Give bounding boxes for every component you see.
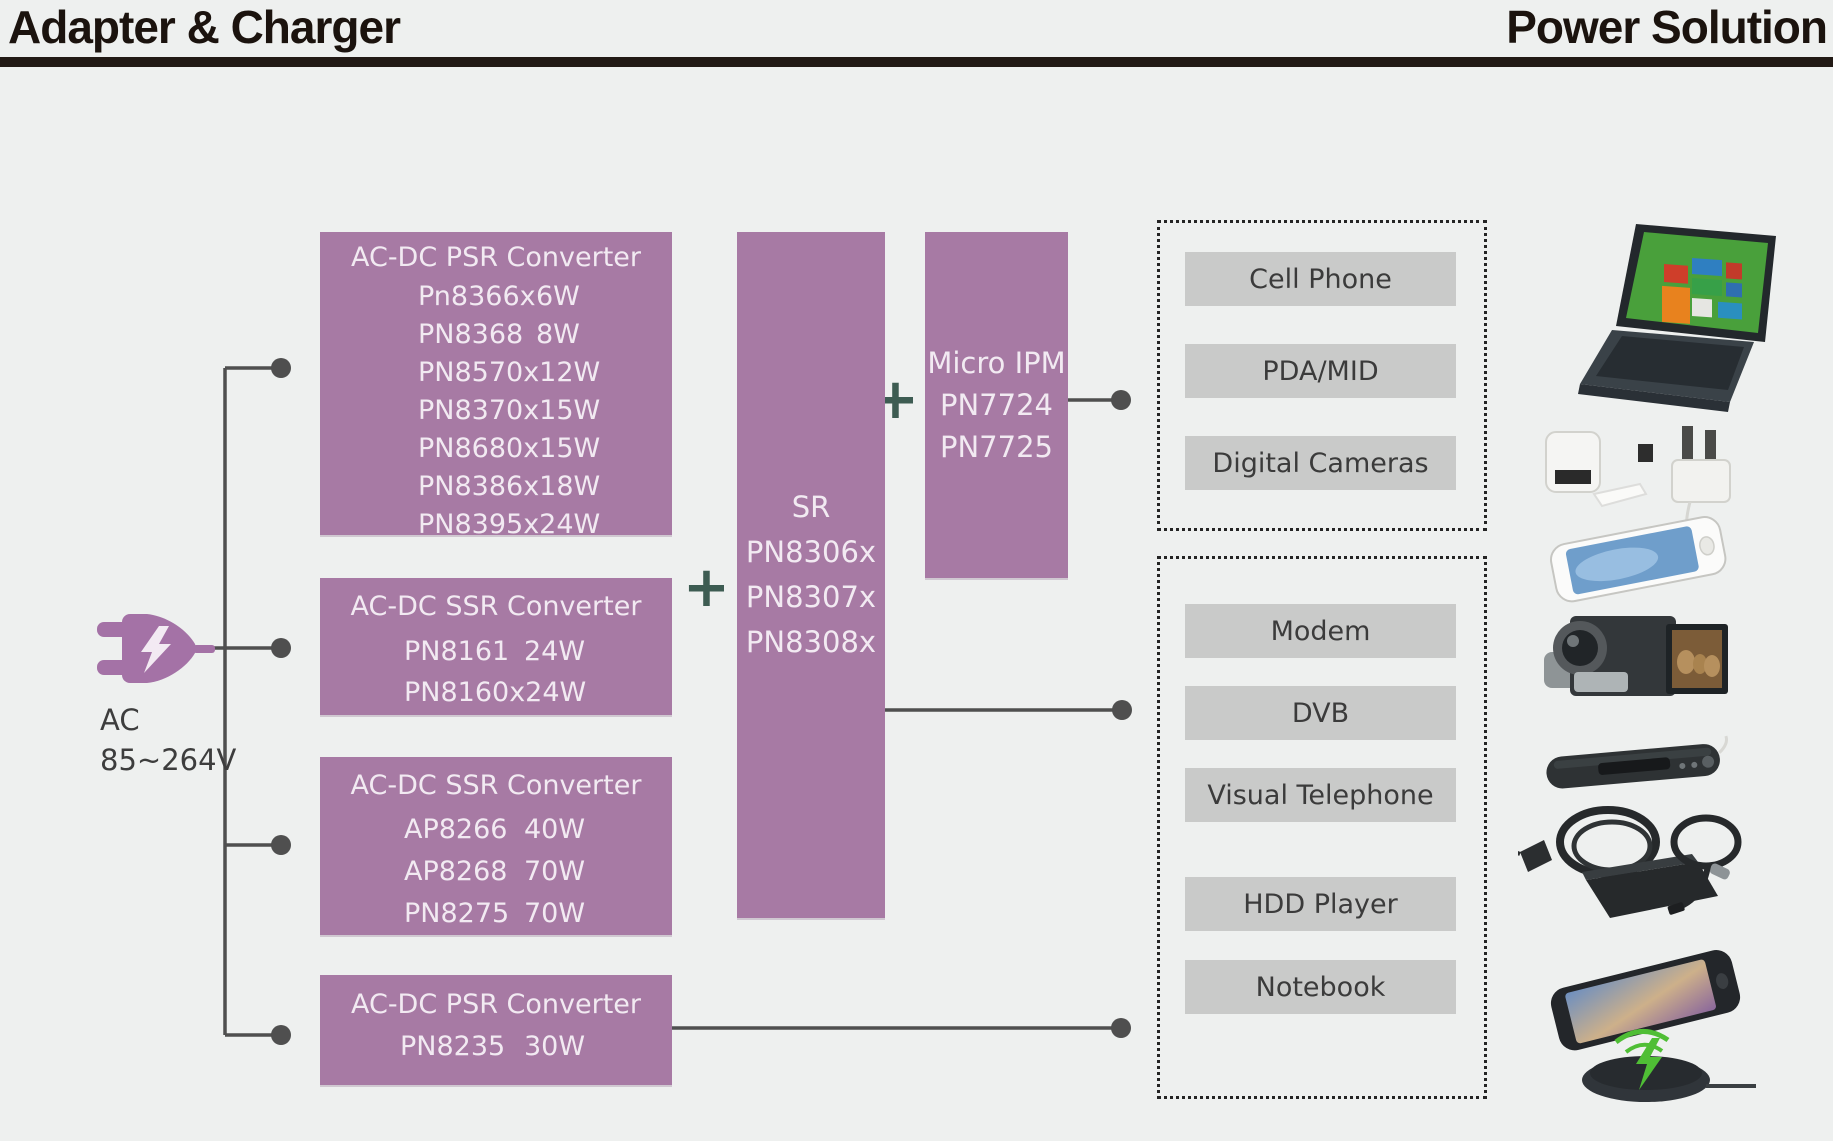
application-label: Notebook <box>1185 960 1456 1014</box>
smartphone-image <box>1550 516 1727 603</box>
page-title-left: Adapter & Charger <box>8 1 401 53</box>
part-watt: 6W <box>536 281 580 312</box>
part-watt: 15W <box>539 395 601 426</box>
usb-wall-chargers-image <box>1545 426 1731 528</box>
application-label: HDD Player <box>1185 877 1456 931</box>
application-label: Modem <box>1185 604 1456 658</box>
part-row: PN8235 30W <box>320 1026 672 1068</box>
ac-label-line1: AC <box>100 703 140 737</box>
plus-operator: + <box>683 555 730 620</box>
converter-box-ssr-2: AC-DC SSR Converter AP8266 40W AP8268 70W … <box>320 757 672 935</box>
part-number: PN8306x <box>745 535 877 569</box>
part-row: PN8275 70W <box>320 893 672 935</box>
part-watt: 30W <box>524 1031 586 1062</box>
part-watt: 8W <box>536 319 580 350</box>
ac-plug-icon <box>97 614 215 683</box>
converter-box-psr-2: AC-DC PSR Converter PN8235 30W <box>320 975 672 1085</box>
part-watt: 40W <box>524 814 586 845</box>
part-number: PN8570x <box>418 357 540 388</box>
part-number: PN8386x <box>418 471 540 502</box>
part-number: PN8235 <box>400 1031 506 1062</box>
part-watt: 12W <box>539 357 601 388</box>
application-label: PDA/MID <box>1185 344 1456 398</box>
part-watt: 70W <box>524 856 586 887</box>
part-row: AP8268 70W <box>320 851 672 893</box>
part-number: AP8268 <box>404 856 508 887</box>
lightning-bolt-icon <box>141 626 171 673</box>
box-title: AC-DC PSR Converter <box>350 989 642 1020</box>
part-number: Pn8366x <box>418 281 536 312</box>
part-number: PN8368 <box>418 319 524 350</box>
part-number: PN8160x <box>404 677 526 708</box>
application-label: Visual Telephone <box>1185 768 1456 822</box>
part-number: PN8275 <box>404 898 510 929</box>
part-number: AP8266 <box>404 814 508 845</box>
notebook-power-adapter-image <box>1518 806 1742 918</box>
part-number: PN8161 <box>404 636 510 667</box>
part-row: PN8368 8W <box>320 316 672 354</box>
box-title: AC-DC SSR Converter <box>350 591 642 622</box>
part-list: AP8266 40W AP8268 70W PN8275 70W <box>320 809 672 935</box>
part-watt: 18W <box>539 471 601 502</box>
box-title: AC-DC PSR Converter <box>350 242 642 273</box>
application-group-portable <box>1157 220 1487 531</box>
application-label: Cell Phone <box>1185 252 1456 306</box>
header-divider <box>0 57 1833 67</box>
part-number: PN8680x <box>418 433 540 464</box>
part-number: PN7724 <box>940 388 1053 422</box>
part-number: PN8308x <box>745 625 877 659</box>
part-number: PN8370x <box>418 395 540 426</box>
part-row: AP8266 40W <box>320 809 672 851</box>
part-number: PN8307x <box>745 580 877 614</box>
part-list: PN8235 30W <box>320 1026 672 1068</box>
application-group-home <box>1157 556 1487 1099</box>
ac-voltage-label: AC 85~264V <box>100 700 236 780</box>
box-title: Micro IPM <box>927 346 1066 380</box>
box-title: AC-DC SSR Converter <box>350 770 642 801</box>
wireless-charging-phone-image <box>1550 950 1756 1102</box>
part-watt: 24W <box>539 509 601 540</box>
part-number: PN7725 <box>940 430 1053 464</box>
application-label: Digital Cameras <box>1185 436 1456 490</box>
ac-label-line2: 85~264V <box>100 743 237 777</box>
part-watt: 24W <box>524 636 586 667</box>
part-watt: 24W <box>525 677 587 708</box>
notebook-pc-image <box>1578 224 1776 412</box>
part-number: PN8395x <box>418 509 540 540</box>
application-label: DVB <box>1185 686 1456 740</box>
part-row: PN8161 24W <box>320 631 672 672</box>
micro-ipm-box: Micro IPM PN7724 PN7725 <box>925 232 1068 578</box>
camcorder-image <box>1544 616 1728 696</box>
page-title-right: Power Solution <box>1506 1 1828 53</box>
box-title: SR <box>791 490 831 524</box>
part-watt: 70W <box>524 898 586 929</box>
sound-bar-image <box>1546 735 1729 789</box>
sr-box: SR PN8306x PN8307x PN8308x <box>737 232 885 918</box>
part-watt: 15W <box>539 433 601 464</box>
